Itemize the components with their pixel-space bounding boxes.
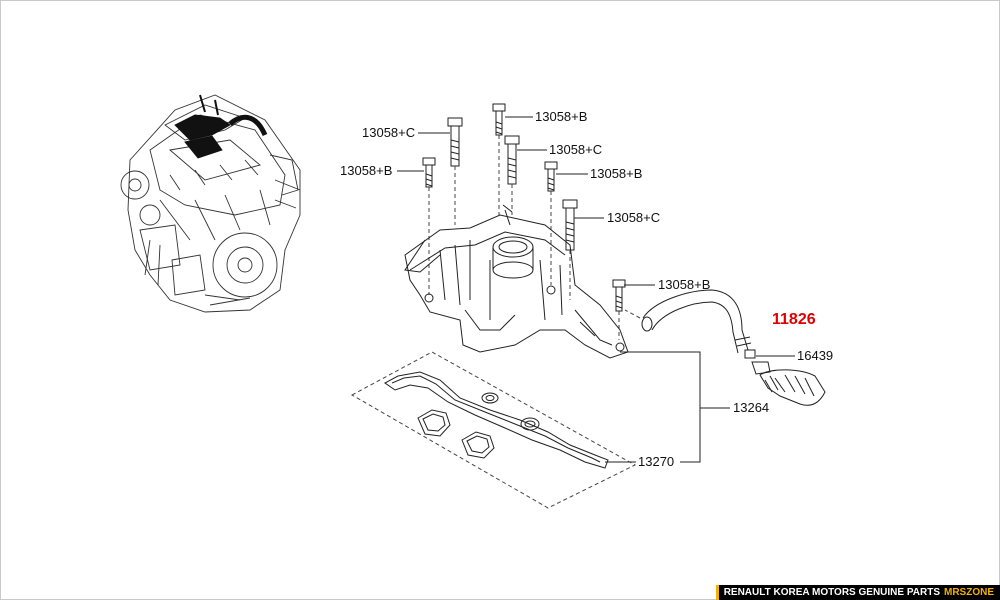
breather-hose [641, 289, 756, 359]
brand-main-text: RENAULT KOREA MOTORS GENUINE PARTS [723, 587, 940, 598]
brand-accent-text: MRSZONE [944, 587, 994, 598]
leader-lines [397, 116, 795, 463]
label-gasket[interactable]: 13270 [638, 454, 675, 469]
cam-cover [404, 204, 629, 359]
bolt-b-left [422, 157, 436, 188]
label-cam-cover[interactable]: 13264 [733, 400, 770, 415]
bolt-alignment-lines [428, 135, 641, 340]
label-bolt-c-top[interactable]: 13058+C [362, 125, 416, 140]
label-bolt-c-mid[interactable]: 13058+C [549, 142, 603, 157]
label-clamp[interactable]: 16439 [797, 348, 834, 363]
bolt-c-mid [504, 135, 520, 185]
bolt-c-right [562, 199, 578, 251]
hose-connector [751, 361, 826, 406]
label-bolt-c-right[interactable]: 13058+C [607, 210, 661, 225]
brand-strip: RENAULT KOREA MOTORS GENUINE PARTS MRSZO… [715, 585, 1000, 600]
bolt-c-top [447, 117, 463, 167]
label-hose-highlighted[interactable]: 11826 [772, 311, 816, 328]
label-bolt-b-top[interactable]: 13058+B [535, 109, 588, 124]
label-bolt-b-right[interactable]: 13058+B [590, 166, 643, 181]
bolt-b-right [544, 161, 558, 192]
label-bolt-b-left[interactable]: 13058+B [340, 163, 393, 178]
bolt-b-lower [612, 279, 626, 312]
gasket-box [350, 351, 637, 509]
label-bolt-b-lower[interactable]: 13058+B [658, 277, 711, 292]
bolt-b-top [492, 103, 506, 136]
engine-illustration [120, 94, 301, 313]
brand-stripe [715, 585, 719, 600]
gasket-set [384, 371, 609, 469]
